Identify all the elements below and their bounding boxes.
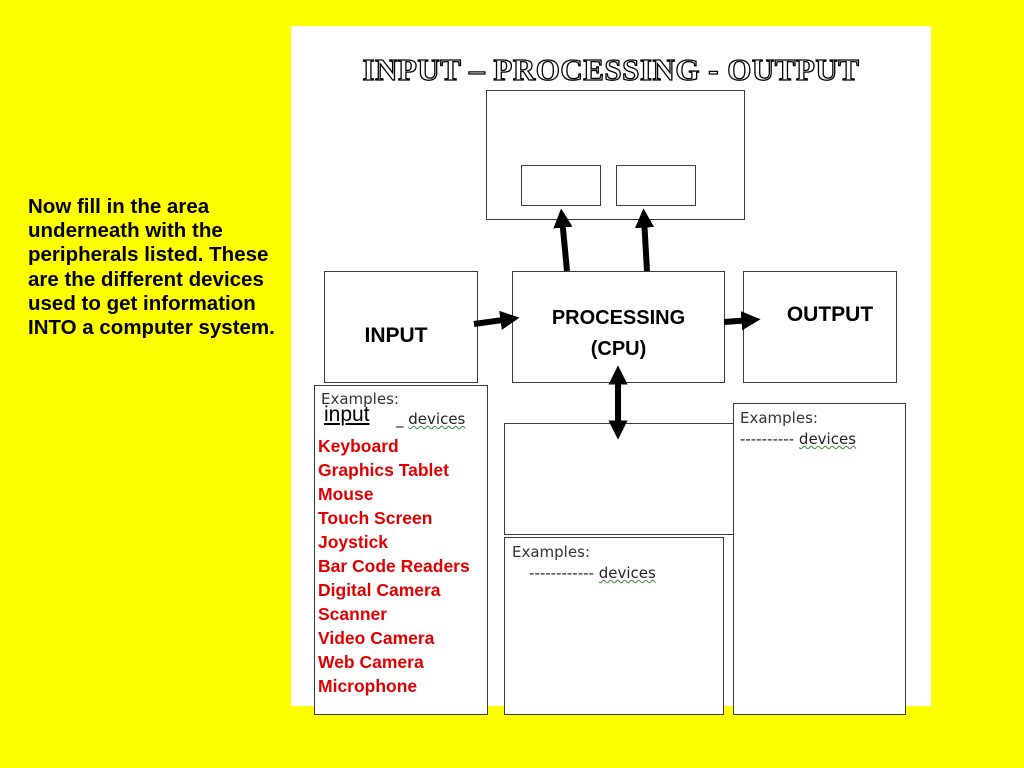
instruction-text: Now fill in the area underneath with the…: [28, 195, 275, 340]
input-device-list: Keyboard Graphics Tablet Mouse Touch Scr…: [318, 434, 470, 698]
storage-devices-word: devices: [598, 564, 656, 582]
input-examples-box: [314, 385, 488, 715]
diagram-sheet: INPUT – PROCESSING - OUTPUT INPUT PROCES…: [291, 26, 931, 715]
input-examples-label: Examples:: [321, 390, 399, 408]
input-box: [324, 271, 478, 383]
input-filled-word: input: [324, 403, 370, 426]
output-label: OUTPUT: [786, 303, 874, 326]
list-item: Microphone: [318, 676, 418, 696]
memory-sub-box-right: [616, 165, 696, 206]
list-item: Scanner: [318, 604, 388, 624]
output-examples-box: [733, 403, 906, 715]
input-devices-word: devices: [408, 410, 466, 428]
arrow-input-to-processing: [473, 310, 520, 330]
list-item: Graphics Tablet: [318, 460, 449, 480]
output-devices-line: ---------- devices: [740, 430, 856, 448]
diagram-title: INPUT – PROCESSING - OUTPUT: [362, 51, 860, 87]
arrow-processing-to-memory-right: [634, 208, 655, 272]
output-examples-label: Examples:: [740, 409, 818, 427]
list-item: Web Camera: [318, 652, 424, 672]
list-item: Keyboard: [318, 436, 399, 456]
arrow-processing-to-output: [723, 311, 761, 331]
processing-label-line1: PROCESSING: [551, 307, 686, 329]
storage-box: [504, 423, 736, 535]
output-devices-word: devices: [798, 430, 857, 448]
processing-label-line2: (CPU): [590, 338, 647, 360]
list-item: Touch Screen: [318, 508, 433, 528]
arrow-processing-to-memory-left: [553, 208, 573, 272]
list-item: Video Camera: [318, 628, 435, 648]
storage-examples-label: Examples:: [512, 543, 590, 561]
storage-dashes: ------------: [529, 564, 594, 582]
memory-sub-box-left: [521, 165, 601, 206]
list-item: Digital Camera: [318, 580, 441, 600]
input-label: INPUT: [364, 324, 428, 347]
list-item: Mouse: [318, 484, 374, 504]
input-devices-line: _ devices: [396, 410, 466, 428]
list-item: Joystick: [318, 532, 389, 552]
list-item: Bar Code Readers: [318, 556, 470, 576]
storage-examples-box: [504, 537, 724, 715]
storage-devices-line: ------------ devices: [529, 564, 656, 582]
output-box: [743, 271, 897, 383]
diagram-arrows: [473, 208, 761, 440]
output-dashes: ----------: [740, 430, 795, 448]
